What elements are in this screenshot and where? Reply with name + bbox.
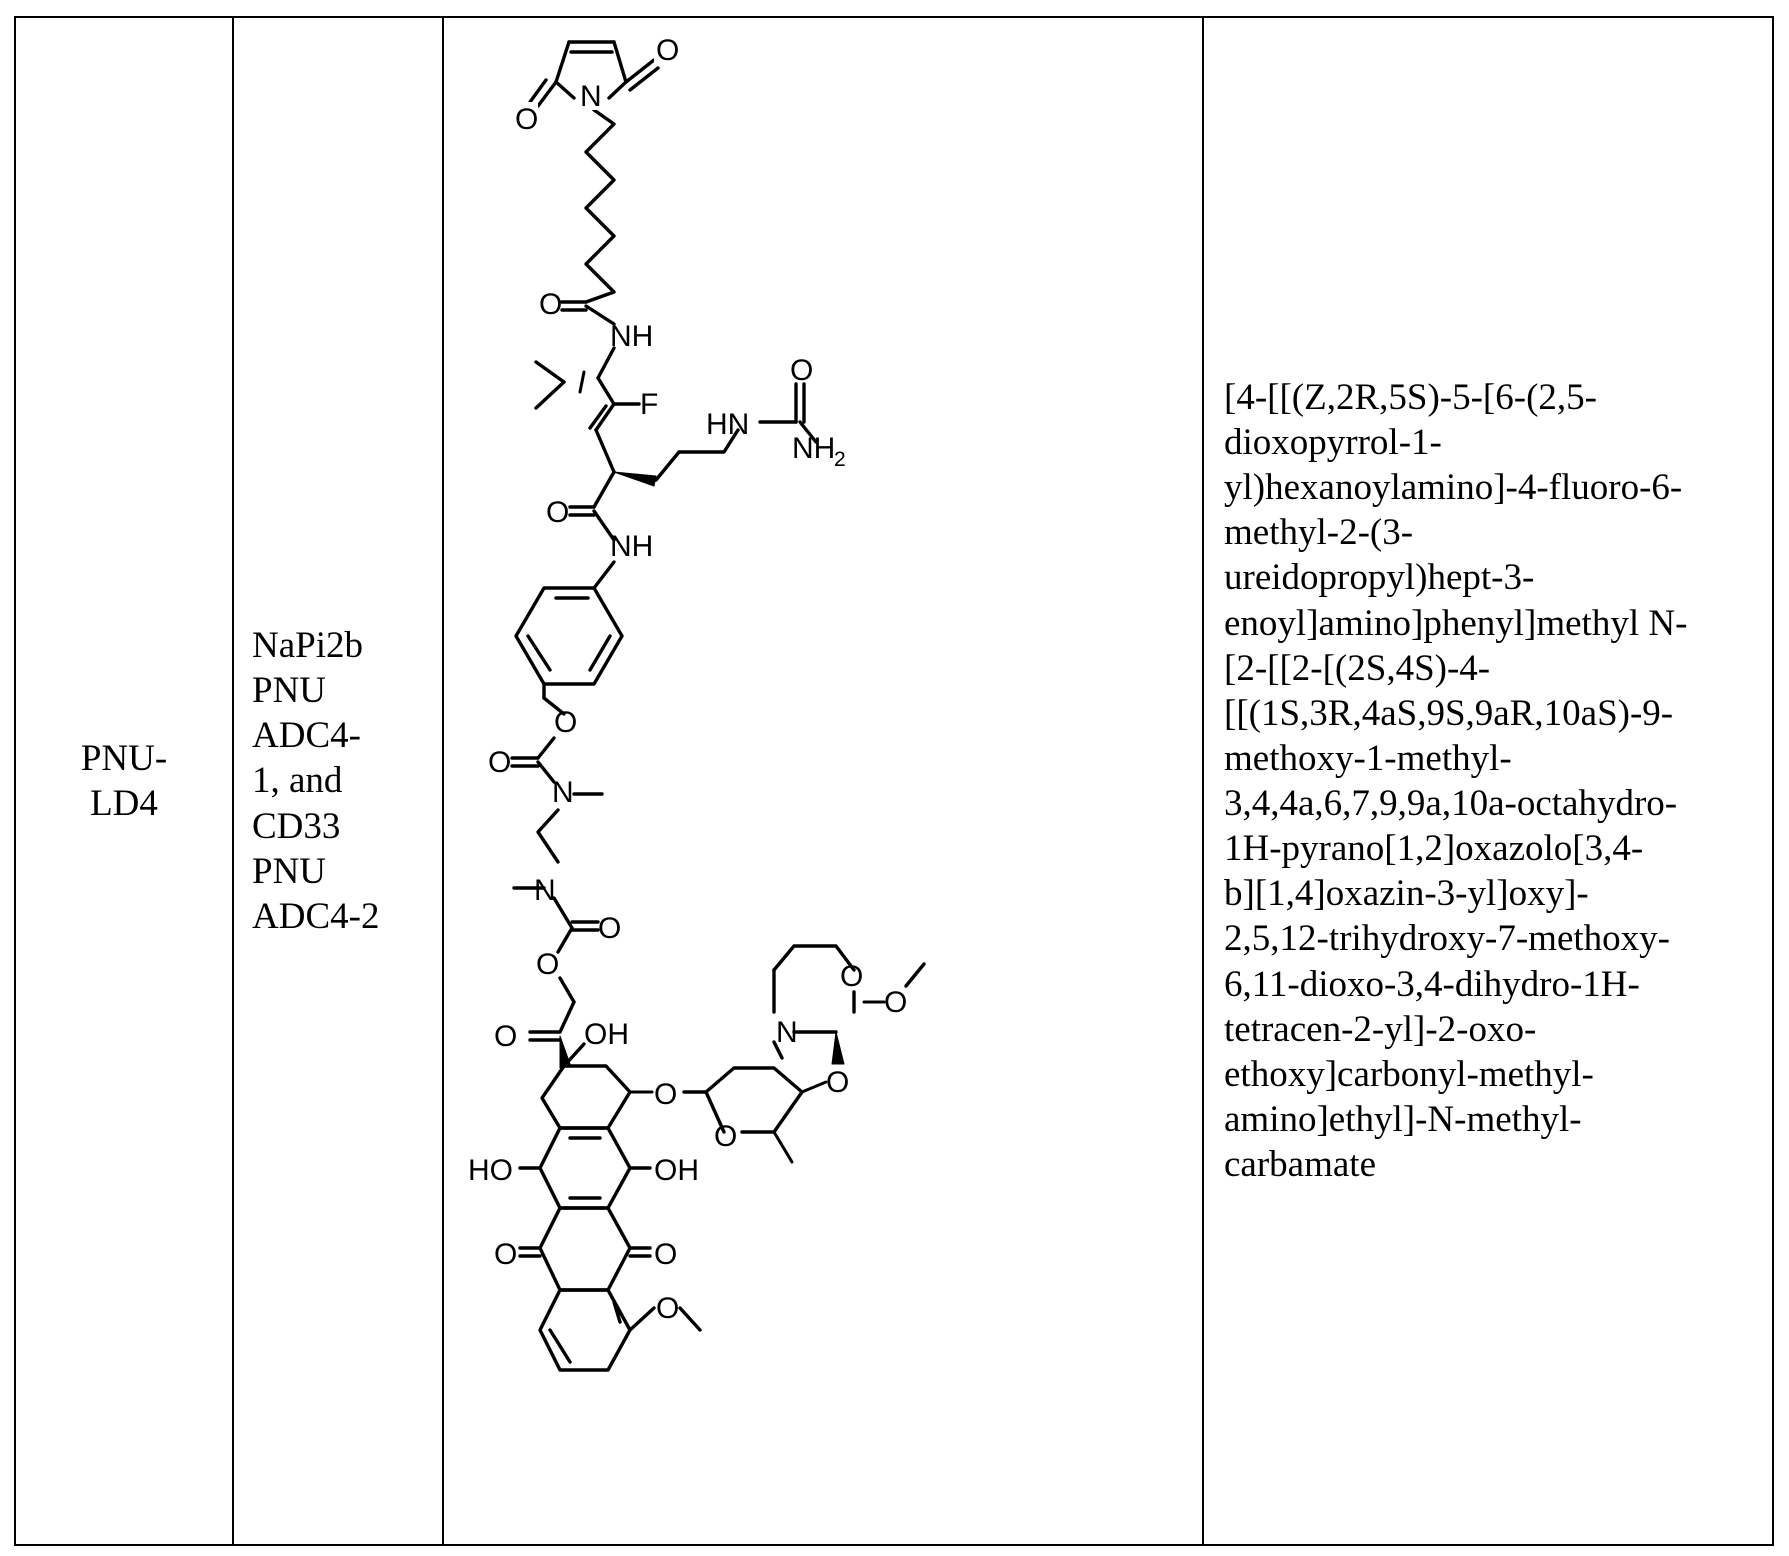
atom-label: NH	[792, 432, 835, 465]
atom-label: HN	[706, 408, 749, 441]
iupac-line: [4-[[(Z,2R,5S)-5-[6-(2,5-	[1224, 375, 1758, 420]
atom-subscript: 2	[834, 448, 846, 471]
atom-label: O	[656, 34, 679, 67]
iupac-name: [4-[[(Z,2R,5S)-5-[6-(2,5- dioxopyrrol-1-…	[1224, 375, 1758, 1187]
iupac-line: methoxy-1-methyl-	[1224, 736, 1758, 781]
iupac-name-cell: [4-[[(Z,2R,5S)-5-[6-(2,5- dioxopyrrol-1-…	[1203, 17, 1773, 1545]
atom-label: O	[656, 1292, 679, 1325]
atom-label: N	[776, 1016, 798, 1049]
atom-label: NH	[610, 320, 653, 353]
compound-code-line: PNU-	[16, 736, 232, 781]
iupac-line: ethoxy]carbonyl-methyl-	[1224, 1052, 1758, 1097]
iupac-line: b][1,4]oxazin-3-yl]oxy]-	[1224, 871, 1758, 916]
table-row: PNU- LD4 NaPi2b PNU ADC4- 1, and CD33 PN…	[15, 17, 1773, 1545]
conjugate-line: CD33	[252, 804, 442, 849]
atom-label: OH	[584, 1018, 629, 1051]
iupac-line: dioxopyrrol-1-	[1224, 420, 1758, 465]
compound-code-cell: PNU- LD4	[15, 17, 233, 1545]
conjugate-line: PNU	[252, 849, 442, 894]
conjugate-line: ADC4-2	[252, 894, 442, 939]
benzene-ring	[516, 562, 622, 684]
atom-label: O	[539, 288, 562, 321]
compound-code-line: LD4	[16, 781, 232, 826]
atom-label: HO	[468, 1154, 513, 1187]
iupac-line: [2-[[2-[(2S,4S)-4-	[1224, 646, 1758, 691]
atom-label: O	[884, 986, 907, 1019]
iupac-line: ureidopropyl)hept-3-	[1224, 555, 1758, 600]
conjugate-line: ADC4-	[252, 713, 442, 758]
atom-label: O	[654, 1238, 677, 1271]
atom-labels: O N O O NH F HN O NH 2 O NH O O N	[468, 34, 907, 1325]
conjugate-line: 1, and	[252, 758, 442, 803]
anthracycline-rings	[540, 1128, 630, 1370]
iupac-line: amino]ethyl]-N-methyl-	[1224, 1097, 1758, 1142]
atom-label: O	[536, 948, 559, 981]
chemical-structure: O N O O NH F HN O NH 2 O NH O O N	[444, 18, 1202, 1544]
compound-table: PNU- LD4 NaPi2b PNU ADC4- 1, and CD33 PN…	[14, 16, 1774, 1546]
atom-label: O	[494, 1238, 517, 1271]
atom-label: O	[546, 496, 569, 529]
atom-label: F	[640, 388, 658, 421]
iupac-line: [[(1S,3R,4aS,9S,9aR,10aS)-9-	[1224, 691, 1758, 736]
atom-label: NH	[610, 530, 653, 563]
conjugate-cell: NaPi2b PNU ADC4- 1, and CD33 PNU ADC4-2	[233, 17, 443, 1545]
atom-label: N	[534, 874, 556, 907]
structure-cell: O N O O NH F HN O NH 2 O NH O O N	[443, 17, 1203, 1545]
iupac-line: carbamate	[1224, 1142, 1758, 1187]
iupac-line: methyl-2-(3-	[1224, 510, 1758, 555]
hexanoyl-chain	[586, 110, 614, 302]
atom-label: O	[826, 1066, 849, 1099]
atom-label: O	[714, 1120, 737, 1153]
conjugate-line: PNU	[252, 668, 442, 713]
atom-label: O	[598, 912, 621, 945]
atom-label: O	[488, 746, 511, 779]
iupac-line: enoyl]amino]phenyl]methyl N-	[1224, 601, 1758, 646]
atom-label: N	[552, 776, 574, 809]
compound-code: PNU- LD4	[16, 736, 232, 826]
atom-label: O	[515, 103, 538, 136]
atom-label: O	[494, 1020, 517, 1053]
atom-label: N	[580, 80, 602, 113]
atom-label: O	[654, 1078, 677, 1111]
iupac-line: 3,4,4a,6,7,9,9a,10a-octahydro-	[1224, 781, 1758, 826]
atom-label: O	[840, 960, 863, 993]
iupac-line: 1H-pyrano[1,2]oxazolo[3,4-	[1224, 826, 1758, 871]
atom-label: O	[790, 354, 813, 387]
iupac-line: tetracen-2-yl]-2-oxo-	[1224, 1007, 1758, 1052]
atom-label: OH	[654, 1154, 699, 1187]
atom-label: O	[554, 706, 577, 739]
iupac-line: 6,11-dioxo-3,4-dihydro-1H-	[1224, 962, 1758, 1007]
conjugate-line: NaPi2b	[252, 623, 442, 668]
iupac-line: 2,5,12-trihydroxy-7-methoxy-	[1224, 916, 1758, 961]
iupac-line: yl)hexanoylamino]-4-fluoro-6-	[1224, 465, 1758, 510]
conjugate-names: NaPi2b PNU ADC4- 1, and CD33 PNU ADC4-2	[252, 623, 442, 939]
